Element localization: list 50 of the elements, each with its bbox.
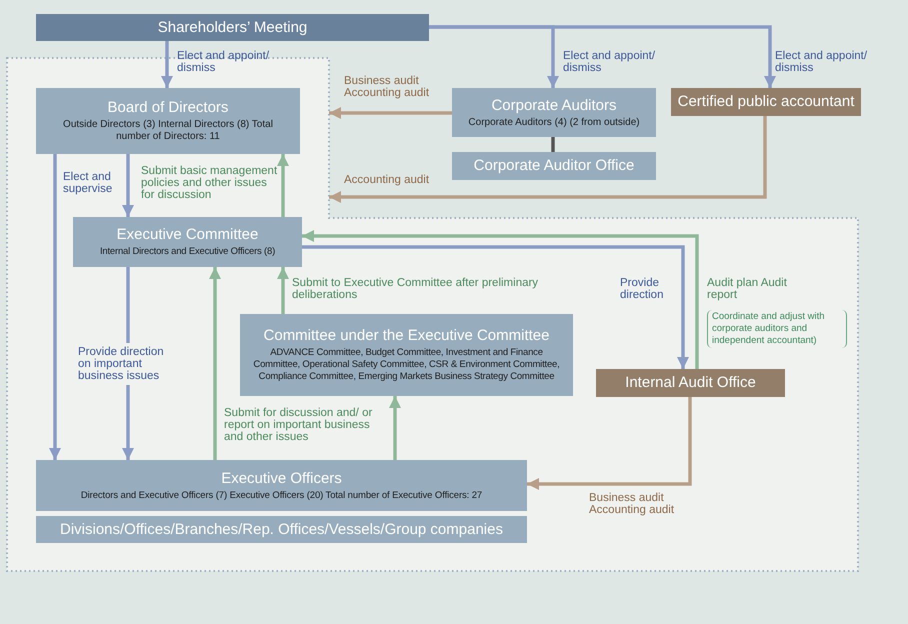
box-title: Corporate Auditors <box>491 96 617 114</box>
org-box <box>452 88 656 137</box>
box-title: Corporate Auditor Office <box>474 157 634 175</box>
edge-label: Elect and appoint/ dismiss <box>563 50 656 74</box>
org-box <box>36 516 527 543</box>
edge-label: Audit plan Audit report <box>707 277 787 301</box>
org-box <box>671 88 861 116</box>
edge-label: Accounting audit <box>344 174 430 186</box>
edge-label: Submit basic management policies and other issues for discussion <box>141 165 278 201</box>
org-box <box>240 314 573 396</box>
edge-label: Business audit Accounting audit <box>344 75 430 99</box>
edge-label: Submit for discussion and/ or report on important business and other issues <box>224 407 374 443</box>
note-text: Coordinate and adjust with corporate auditors and independent accountant) <box>707 310 847 348</box>
arrow <box>277 154 289 217</box>
box-title: Committee under the Executive Committee <box>264 327 550 345</box>
arrow <box>389 396 401 460</box>
box-title: Internal Audit Office <box>625 374 756 392</box>
box-title: Board of Directors <box>108 99 228 117</box>
org-box <box>73 217 302 267</box>
org-box <box>36 460 527 511</box>
org-box <box>36 88 300 154</box>
edge-label: Business audit Accounting audit <box>589 492 676 516</box>
box-title: Divisions/Offices/Branches/Rep. Offices/Vessels/Group companies <box>60 520 503 538</box>
edge-label: Elect and supervise <box>63 171 114 195</box>
edge-label: Provide direction <box>620 277 664 301</box>
arrow <box>209 267 221 460</box>
box-title: Shareholders’ Meeting <box>158 18 308 36</box>
arrow <box>329 116 767 203</box>
edge-label: Elect and appoint/ dismiss <box>775 50 868 74</box>
arrow <box>161 41 173 88</box>
box-title: Certified public accountant <box>678 93 854 111</box>
arrow <box>122 154 134 217</box>
arrow <box>429 25 776 88</box>
box-text: ADVANCE Committee, Budget Committee, Investment and Finance Committee, Operational Safety Committee, CSR & Environment Committee, Compliance Committee, Emerging Markets Business Strategy Committee <box>252 347 561 383</box>
org-box <box>36 14 429 41</box>
org-box <box>452 152 656 180</box>
box-title: Executive Committee <box>116 226 258 244</box>
box-text: Outside Directors (3) Internal Directors (8) Total number of Directors: 11 <box>62 119 274 143</box>
box-title: Executive Officers <box>221 470 342 488</box>
arrow <box>49 154 61 460</box>
box-text: Internal Directors and Executive Officers (8) <box>100 246 276 258</box>
box-text: Directors and Executive Officers (7) Executive Officers (20) Total number of Executive Officers: 27 <box>80 490 482 502</box>
edge-label: Elect and appoint/ dismiss <box>177 50 270 74</box>
arrow <box>277 267 289 314</box>
box-text: Corporate Auditors (4) (2 from outside) <box>468 116 640 128</box>
arrow <box>527 397 692 490</box>
arrow <box>329 107 452 119</box>
org-box <box>596 369 785 397</box>
connector-line <box>551 137 555 152</box>
edge-label: Submit to Executive Committee after preliminary deliberations <box>292 277 540 301</box>
